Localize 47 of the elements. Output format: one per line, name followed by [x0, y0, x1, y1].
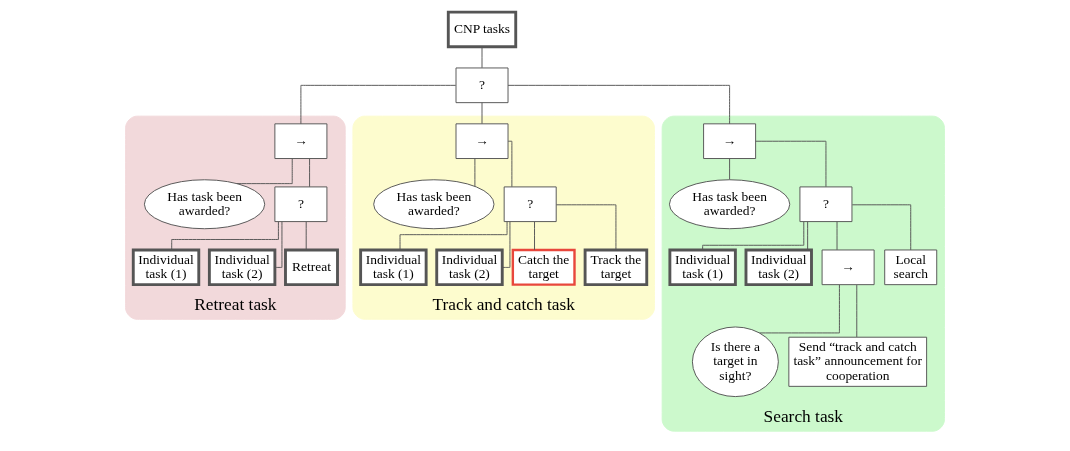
- connector: [274, 221, 283, 268]
- connector: [729, 158, 731, 180]
- connector: [555, 204, 617, 251]
- connector: [507, 140, 513, 188]
- node-box: ?: [455, 67, 509, 104]
- node-box: Individual task (1): [359, 248, 428, 287]
- connector: [807, 221, 809, 251]
- node-box: Individual task (2): [744, 248, 813, 287]
- node-box: Individual task (1): [668, 248, 737, 287]
- connector: [759, 284, 840, 334]
- connector: [481, 102, 483, 125]
- node-box: ?: [503, 186, 557, 223]
- connector: [836, 221, 838, 251]
- node-box: Individual task (2): [207, 248, 277, 287]
- connector: [309, 158, 311, 188]
- node-box: →: [274, 123, 328, 159]
- node-box: →: [703, 123, 757, 159]
- connector: [507, 84, 731, 125]
- node-box: Local search: [884, 249, 938, 286]
- connector: [305, 221, 307, 251]
- connector: [755, 140, 827, 188]
- connector: [856, 284, 858, 338]
- node-box: CNP tasks: [446, 10, 518, 49]
- node-box: →: [821, 249, 875, 286]
- node-box: Track the target: [583, 248, 649, 287]
- connector: [502, 221, 511, 268]
- node-ellipse: Has task been awarded?: [668, 179, 791, 230]
- node-box: ?: [274, 186, 328, 223]
- connector: [851, 204, 912, 251]
- node-box: →: [455, 123, 509, 159]
- node-ellipse: Is there a target in sight?: [691, 326, 779, 398]
- connector: [300, 84, 457, 125]
- connector: [534, 221, 535, 251]
- node-box: Send “track and catch task” announcement for cooperation: [788, 336, 928, 387]
- node-box: Individual task (2): [435, 248, 504, 287]
- node-ellipse: Has task been awarded?: [373, 179, 495, 230]
- connector: [399, 221, 508, 251]
- node-box: ?: [799, 186, 853, 223]
- node-ellipse: Has task been awarded?: [143, 179, 266, 230]
- connector: [171, 221, 279, 251]
- node-box: Catch the target: [511, 248, 576, 286]
- node-box: Individual task (1): [131, 248, 201, 287]
- connector: [702, 221, 805, 251]
- connector: [474, 158, 476, 187]
- connector: [236, 158, 293, 185]
- node-box: Retreat: [284, 248, 339, 287]
- connector: [481, 46, 483, 69]
